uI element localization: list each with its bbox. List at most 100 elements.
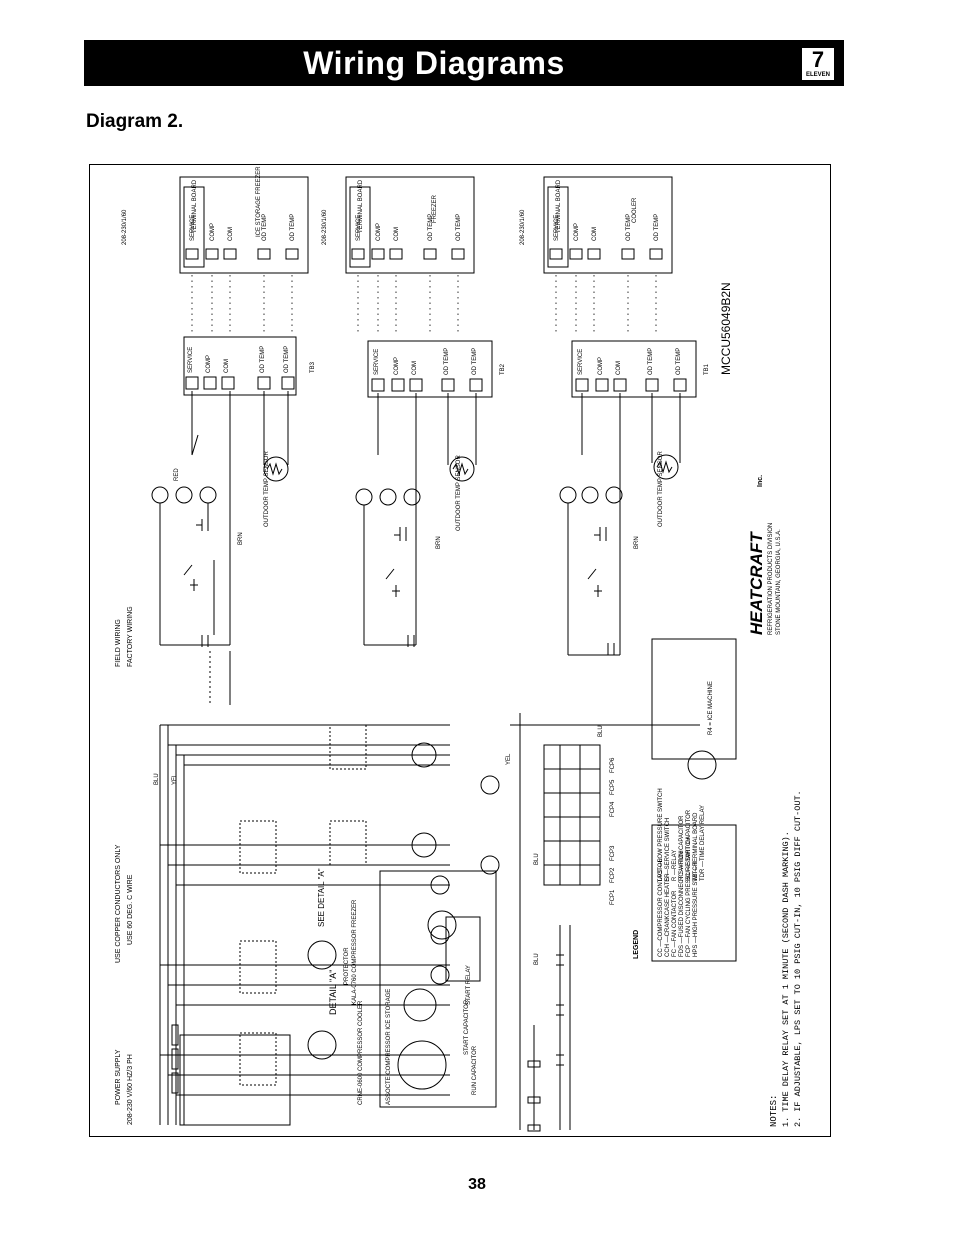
ice-machine-box bbox=[651, 638, 737, 760]
field-wiring-label: FIELD WIRING bbox=[115, 619, 122, 667]
legend-item-8: S —SERVICE SWITCH bbox=[665, 818, 671, 881]
rb3-od2: OD TEMP bbox=[654, 214, 660, 241]
remote-board-freezer-name: FREEZER bbox=[432, 194, 438, 223]
detail-a-label: DETAIL "A" bbox=[328, 970, 338, 1015]
wiring-diagram-svg: 208-230/1/60 ICE STORAGE FREEZER 208-230… bbox=[115, 166, 803, 1132]
detail-start-capacitor: START CAPACITOR bbox=[464, 999, 470, 1055]
legend-box bbox=[651, 824, 737, 962]
tb1-id: TB1 bbox=[704, 363, 710, 375]
legend-item-11: SC —START CAPACITOR bbox=[686, 809, 692, 881]
outdoor-temp-sensor-1 bbox=[263, 391, 289, 482]
tb3-service: SERVICE bbox=[188, 347, 194, 373]
remote-board-freezer-voltage: 208-230/1/60 bbox=[322, 209, 328, 245]
header-banner: Wiring Diagrams 7 ELEVEN bbox=[84, 40, 844, 86]
supply-note-1: USE COPPER CONDUCTORS ONLY bbox=[115, 844, 122, 963]
legend-item-4: FDS —FUSED DISCONNECT SWITCH bbox=[679, 850, 685, 957]
control-circuit-2 bbox=[355, 393, 421, 647]
condenser-fan-1 bbox=[411, 742, 437, 768]
rb2-service: SERVICE bbox=[356, 215, 362, 241]
remote-board-cooler bbox=[543, 176, 673, 274]
legend-item-7: LPS —LOW PRESSURE SWITCH bbox=[658, 788, 664, 881]
fused-disconnect bbox=[171, 1024, 179, 1094]
crankcase-heaters bbox=[527, 1025, 541, 1132]
terminal-board-tb1 bbox=[571, 340, 697, 398]
manufacturer-line1: REFRIGERATION PRODUCTS DIVISION bbox=[768, 523, 774, 635]
detail-a-box bbox=[379, 870, 497, 1108]
rb1-od1: OD TEMP bbox=[262, 214, 268, 241]
compressor-label-freezer: KALA-0760 COMPRESSOR FREEZER bbox=[352, 899, 358, 1005]
fcp-label-4: FCP4 bbox=[610, 801, 616, 817]
wire-blu-4: BLU bbox=[534, 953, 540, 965]
fcp-label-2: FCP2 bbox=[610, 867, 616, 883]
legend-item-6: HPS —HIGH PRESSURE SWITCH bbox=[693, 862, 699, 957]
wiring-diagram: 208-230/1/60 ICE STORAGE FREEZER 208-230… bbox=[89, 164, 831, 1137]
tb2-od1: OD TEMP bbox=[444, 348, 450, 375]
tb2-com: COM bbox=[412, 361, 418, 375]
factory-wiring-label: FACTORY WIRING bbox=[127, 606, 134, 667]
page-number: 38 bbox=[468, 1176, 486, 1193]
terminal-board-tb3 bbox=[183, 336, 297, 396]
compressor-cooler bbox=[307, 1030, 337, 1060]
tb2-od2: OD TEMP bbox=[472, 348, 478, 375]
remote-board-freezer-board: TERMINAL BOARD bbox=[358, 179, 364, 233]
fcp-label-6: FCP6 bbox=[610, 757, 616, 773]
rb3-od1: OD TEMP bbox=[626, 214, 632, 241]
manufacturer-suffix: Inc. bbox=[757, 475, 764, 487]
detail-protector: PROTECTOR bbox=[344, 947, 350, 985]
legend-item-2: CCH —CRANKCASE HEATER bbox=[665, 873, 671, 957]
tb3-od2: OD TEMP bbox=[284, 346, 290, 373]
tb2-service: SERVICE bbox=[374, 349, 380, 375]
diagram-subtitle: Diagram 2. bbox=[86, 111, 184, 132]
logo-number: 7 bbox=[811, 47, 825, 72]
relay-coil bbox=[430, 875, 450, 895]
rb2-od1: OD TEMP bbox=[428, 214, 434, 241]
legend-title: LEGEND bbox=[633, 930, 640, 959]
logo-text: ELEVEN bbox=[805, 72, 830, 78]
legend-item-12: TB —TERMINAL BOARD bbox=[693, 812, 699, 881]
wire-brn-3: BRN bbox=[634, 536, 640, 549]
legend-item-10: RC —RUN CAPACITOR bbox=[679, 815, 685, 881]
compressor-label-ice: ASSOCTE COMPRESSOR ICE STORAGE bbox=[386, 989, 392, 1105]
contactor-row bbox=[239, 724, 367, 1086]
tb1-od2: OD TEMP bbox=[676, 348, 682, 375]
outdoor-temp-sensor-2 bbox=[447, 393, 477, 482]
ice-machine-motor bbox=[687, 750, 717, 780]
control-circuit-3 bbox=[559, 393, 623, 656]
notes-title: NOTES: bbox=[769, 1095, 779, 1127]
manufacturer-line2: STONE MOUNTAIN, GEORGIA, U.S.A. bbox=[776, 529, 782, 635]
power-supply-label: POWER SUPPLY bbox=[115, 1049, 122, 1105]
legend-item-5: FCP —FAN CYCLING PRESSURE SWITCH bbox=[686, 837, 692, 957]
condenser-fan-2 bbox=[411, 832, 437, 858]
remote-board-cooler-name: COOLER bbox=[632, 197, 638, 223]
terminal-board-tb2 bbox=[367, 340, 493, 398]
rb1-od2: OD TEMP bbox=[290, 214, 296, 241]
tb2-id: TB2 bbox=[500, 363, 506, 375]
rb2-comp: COMP bbox=[376, 223, 382, 241]
remote-board-ice-storage-name: ICE STORAGE FREEZER bbox=[256, 166, 262, 237]
fcp-label-1: FCP1 bbox=[610, 889, 616, 905]
tb3-com: COM bbox=[224, 359, 230, 373]
tb3-od1: OD TEMP bbox=[260, 346, 266, 373]
power-supply-spec: 208-230 V/60 HZ/3 PH bbox=[127, 1054, 134, 1125]
relay-contacts bbox=[556, 925, 571, 1130]
power-supply-box bbox=[179, 1034, 291, 1126]
detail-start-relay: START RELAY bbox=[466, 965, 472, 1005]
rb3-com: COM bbox=[592, 227, 598, 241]
see-detail-label: SEE DETAIL "A" bbox=[317, 868, 326, 927]
control-circuit-1 bbox=[151, 391, 231, 647]
fcp-label-3: FCP3 bbox=[610, 845, 616, 861]
page-title: Wiring Diagrams bbox=[303, 45, 565, 81]
sensor-label-3: OUTDOOR TEMP SENSOR bbox=[658, 451, 664, 527]
ice-machine-note: R4 = ICE MACHINE bbox=[708, 681, 714, 735]
sensor-label-1: OUTDOOR TEMP SENSOR bbox=[264, 451, 270, 527]
tb1-service: SERVICE bbox=[578, 349, 584, 375]
supply-note-2: USE 60 DEG. C WIRE bbox=[127, 874, 134, 945]
outdoor-temp-sensor-3 bbox=[651, 393, 681, 480]
rb2-com: COM bbox=[394, 227, 400, 241]
rb2-od2: OD TEMP bbox=[456, 214, 462, 241]
legend-item-13: TDR —TIME DELAY RELAY bbox=[700, 805, 706, 881]
wire-yel-1: YEL bbox=[172, 773, 178, 785]
rb3-service: SERVICE bbox=[554, 215, 560, 241]
notes-line-1: 1. TIME DELAY RELAY SET AT 1 MINUTE (SEC… bbox=[781, 831, 791, 1127]
wire-brn-1: BRN bbox=[238, 532, 244, 545]
